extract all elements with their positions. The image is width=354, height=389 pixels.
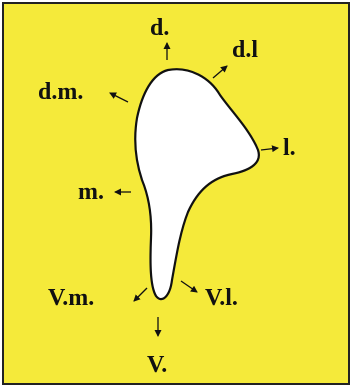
label-dl: d.l [232, 37, 259, 63]
leaf-shape [134, 68, 260, 301]
arrow-vm [133, 287, 148, 302]
label-vm: V.m. [48, 285, 95, 311]
label-dm: d.m. [38, 79, 84, 105]
label-d: d. [150, 15, 170, 41]
label-vl: V.l. [205, 285, 238, 311]
label-m: m. [78, 179, 104, 205]
label-v: V. [147, 352, 168, 378]
arrow-l [260, 145, 279, 153]
label-l: l. [283, 135, 296, 161]
arrow-dl [212, 65, 228, 79]
arrow-vl [180, 280, 198, 293]
arrow-dm [109, 92, 129, 103]
